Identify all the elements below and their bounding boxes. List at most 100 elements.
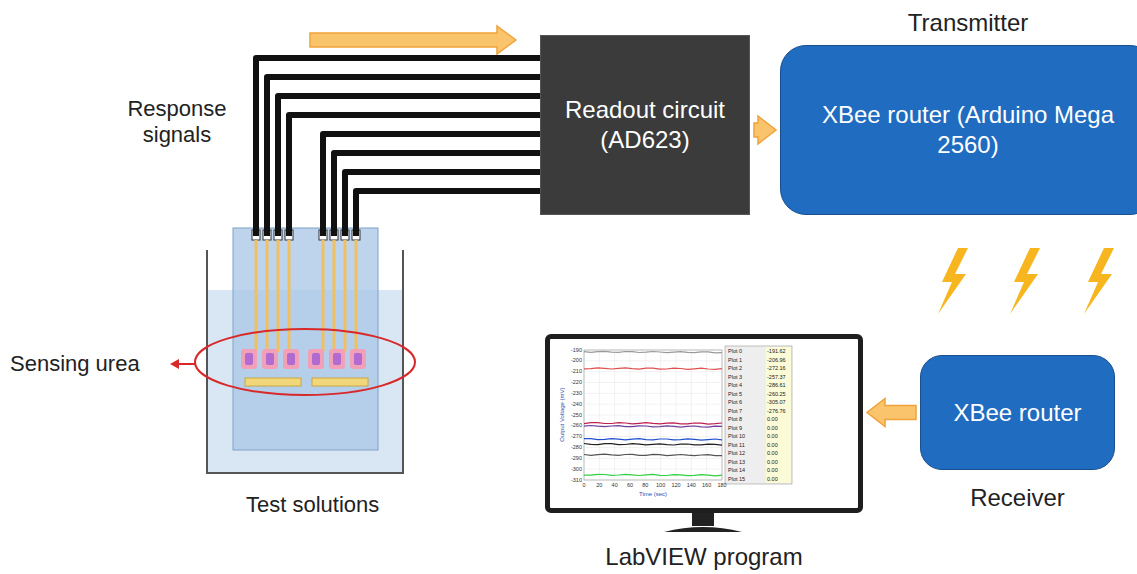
legend-value: -305.07 <box>767 399 786 406</box>
axis-tick: 140 <box>687 482 696 489</box>
sensing-film <box>333 353 341 365</box>
legend-value: 0.00 <box>767 442 778 449</box>
grid-line <box>584 458 722 459</box>
grid-line <box>584 469 722 470</box>
axis-title: Output Voltage (mV) <box>558 388 565 442</box>
grid-line <box>584 360 722 361</box>
legend-value: 0.00 <box>767 459 778 466</box>
sensing-pad <box>308 349 324 369</box>
legend-plot-name: Plot 2 <box>728 365 742 372</box>
signal-label: Response signals <box>112 96 242 149</box>
axis-tick: -210 <box>571 368 582 375</box>
trace <box>584 426 722 428</box>
axis-tick: 160 <box>702 482 711 489</box>
electrode-trace <box>277 240 280 352</box>
sensing-area-ring <box>195 329 415 395</box>
sensing-film <box>266 353 274 365</box>
legend-plot-name: Plot 3 <box>728 374 742 381</box>
wire <box>323 134 540 236</box>
legend-plot-name: Plot 14 <box>728 467 745 474</box>
sensing-film <box>312 353 320 365</box>
flow-arrow <box>867 399 916 427</box>
axis-tick: -200 <box>571 357 582 364</box>
legend-plot-name: Plot 7 <box>728 408 742 415</box>
grid-line <box>676 350 677 480</box>
legend-value: -191.62 <box>767 348 786 355</box>
box-heading: Transmitter <box>721 8 1137 38</box>
axis-tick: -260 <box>571 422 582 429</box>
trace <box>584 368 722 370</box>
box-heading: Receiver <box>861 483 1137 513</box>
monitor-screen <box>549 339 858 508</box>
sensing-pad <box>283 349 299 369</box>
wire <box>278 96 540 236</box>
box-label: XBee router <box>941 398 1093 428</box>
lightning-bolt <box>1084 248 1114 314</box>
signal-arrow <box>310 26 516 54</box>
sensing-film <box>287 353 295 365</box>
sensing-film <box>245 353 253 365</box>
electrode-trace <box>266 240 269 352</box>
axis-tick: -290 <box>571 455 582 462</box>
electrodes <box>241 230 366 369</box>
grid-line <box>584 371 722 372</box>
grid-line <box>630 350 631 480</box>
axis-tick: -300 <box>571 466 582 473</box>
monitor-base <box>664 527 742 532</box>
reference-bar <box>312 378 368 386</box>
trace <box>584 423 722 425</box>
grid-line <box>599 350 600 480</box>
axis-tick: 120 <box>671 482 680 489</box>
callout-label: Sensing urea <box>10 351 140 377</box>
grid-line <box>584 393 722 394</box>
monitor-caption: LabVIEW program <box>490 542 918 572</box>
sensing-pad <box>241 349 257 369</box>
sensing-film <box>354 353 362 365</box>
legend-plot-name: Plot 15 <box>728 476 745 483</box>
sensing-pad <box>350 349 366 369</box>
electrode-trace <box>355 240 358 352</box>
grid-line <box>584 404 722 405</box>
trace <box>584 439 722 441</box>
wire <box>289 115 540 236</box>
value-column <box>766 347 791 483</box>
trace <box>584 351 722 353</box>
wire <box>267 77 540 236</box>
legend-plot-name: Plot 4 <box>728 382 742 389</box>
sensor-strip <box>233 228 378 450</box>
lightning-bolt <box>1010 248 1040 314</box>
process-box: Readout circuit (AD623) <box>540 35 750 215</box>
legend-value: -260.25 <box>767 391 786 398</box>
legend-value: -257.37 <box>767 374 786 381</box>
axis-tick: -280 <box>571 444 582 451</box>
legend-value: 0.00 <box>767 416 778 423</box>
signal-wires <box>256 58 540 236</box>
axis-tick: -240 <box>571 401 582 408</box>
legend-plot-name: Plot 6 <box>728 399 742 406</box>
grid-line <box>584 382 722 383</box>
axis-tick: -310 <box>571 477 582 484</box>
legend-value: 0.00 <box>767 450 778 457</box>
grid-line <box>584 425 722 426</box>
legend-value: 0.00 <box>767 425 778 432</box>
axis-tick: -230 <box>571 390 582 397</box>
legend-value: -206.96 <box>767 357 786 364</box>
wireless-link <box>938 248 1114 314</box>
legend-value: -272.16 <box>767 365 786 372</box>
wire <box>356 191 540 236</box>
leader-arrowhead <box>170 359 179 369</box>
plot-grid <box>584 350 722 480</box>
trace <box>584 454 722 456</box>
reference-bar <box>245 378 301 386</box>
grid-line <box>614 350 615 480</box>
axis-tick: 180 <box>717 482 726 489</box>
grid-line <box>584 447 722 448</box>
legend-panel <box>725 346 792 484</box>
axis-tick: -190 <box>571 347 582 354</box>
legend-plot-name: Plot 13 <box>728 459 745 466</box>
legend-plot-name: Plot 10 <box>728 433 745 440</box>
electrode-trace <box>322 240 325 352</box>
axis-tick: -270 <box>571 433 582 440</box>
legend-plot-name: Plot 1 <box>728 357 742 364</box>
trace <box>584 444 722 446</box>
